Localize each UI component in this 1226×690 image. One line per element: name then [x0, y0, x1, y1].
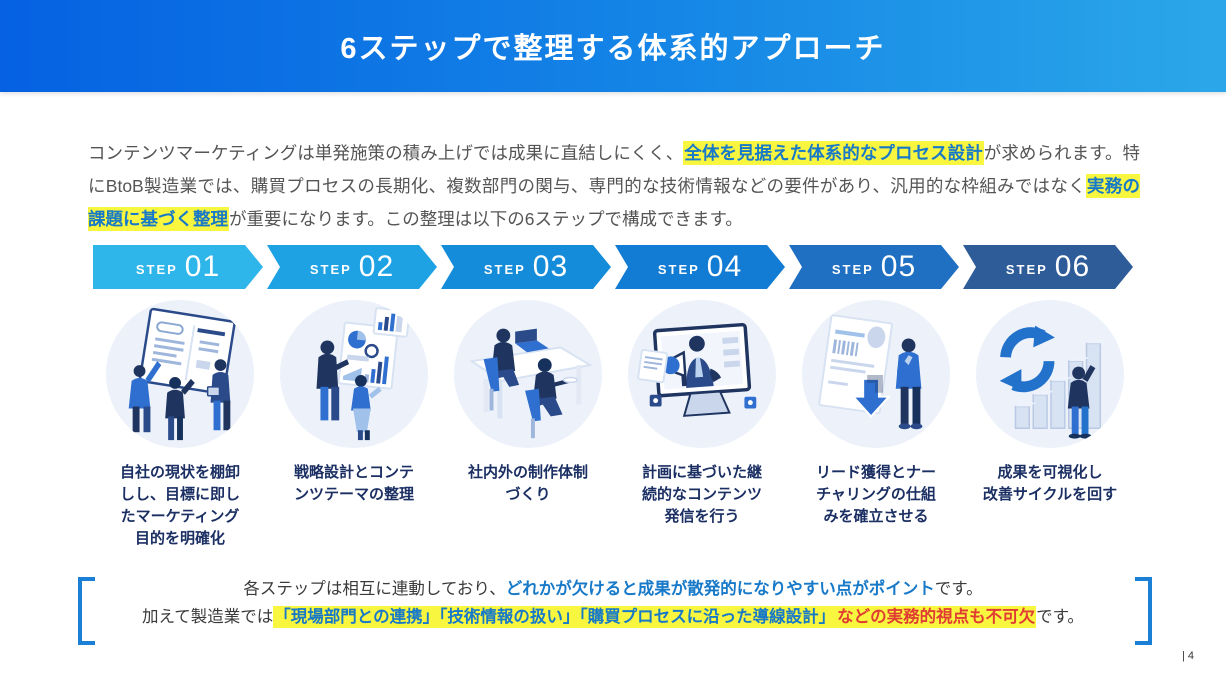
- steps-bar: STEP 01 STEP 02 STEP 03 STEP 04 STEP 05 …: [93, 245, 1153, 289]
- note-line-1: 各ステップは相互に連動しており、どれかが欠けると成果が散発的になりやすい点がポイ…: [110, 575, 1116, 603]
- step-column-05: リード獲得とナー チャリングの仕組 みを確立させる: [789, 300, 963, 550]
- step-number: 01: [184, 250, 221, 283]
- step-columns: 自社の現状を棚卸 しし、目標に即し たマーケティング 目的を明確化: [93, 300, 1137, 550]
- presenter: [686, 335, 722, 388]
- figure-back: [483, 328, 520, 411]
- step-chevron-04: STEP 04: [615, 245, 785, 289]
- step-column-01: 自社の現状を棚卸 しし、目標に即し たマーケティング 目的を明確化: [93, 300, 267, 550]
- figure-front: [525, 358, 579, 439]
- step-number: 05: [880, 250, 917, 283]
- step-caption: 自社の現状を棚卸 しし、目標に即し たマーケティング 目的を明確化: [119, 464, 240, 547]
- lead-download-icon: [818, 314, 923, 430]
- figure-man: [316, 340, 350, 421]
- step-caption: 戦略設計とコンテ ンツテーマの整理: [293, 464, 414, 503]
- desk-collaboration-illustration: [454, 300, 602, 448]
- note-run: 加えて製造業では: [142, 608, 274, 626]
- monitor-megaphone-illustration: [628, 300, 776, 448]
- note-run-highlighted-red: などの実務的視点も不可欠: [836, 606, 1037, 628]
- cycle-arrows: [999, 325, 1055, 393]
- desk-collaboration-icon: [469, 328, 593, 439]
- step-number: 02: [358, 250, 395, 283]
- intro-paragraph: コンテンツマーケティングは単発施策の積み上げでは成果に直結しにくく、全体を見据え…: [88, 137, 1140, 236]
- step-chevron-03: STEP 03: [441, 245, 611, 289]
- improvement-cycle-icon: [999, 325, 1108, 439]
- download-arrow: [851, 374, 892, 418]
- page-number: | 4: [1181, 650, 1194, 662]
- note-run-highlighted-blue: 「現場部門との連携」「技術情報の扱い」「購買プロセスに沿った導線設計」: [273, 606, 837, 628]
- step-chevron-05: STEP 05: [789, 245, 959, 289]
- intro-run: コンテンツマーケティングは単発施策の積み上げでは成果に直結しにくく、: [88, 142, 684, 163]
- figure-woman: [351, 374, 382, 441]
- figure-middle: [165, 376, 195, 441]
- step-caption: 計画に基づいた継 続的なコンテンツ 発信を行う: [641, 464, 762, 525]
- left-bracket: [78, 577, 95, 645]
- slide-header: 6ステップで整理する体系的アプローチ: [0, 0, 1226, 92]
- laptop: [515, 328, 549, 353]
- step-column-02: 戦略設計とコンテ ンツテーマの整理: [267, 300, 441, 550]
- team-whiteboard-icon: [128, 307, 236, 441]
- intro-run: が求められます。特にBtoB製造業では、購買プロセスの長期化、複数部門の関与、専…: [88, 142, 1141, 196]
- note-run: です。: [1036, 608, 1084, 626]
- step-label: STEP: [657, 261, 700, 277]
- step-chevron-06: STEP 06: [963, 245, 1133, 289]
- step-number: 06: [1054, 250, 1091, 283]
- step-caption: リード獲得とナー チャリングの仕組 みを確立させる: [815, 464, 936, 525]
- intro-run-highlighted: 全体を見据えた体系的なプロセス設計: [683, 140, 984, 165]
- note-run-blue: どれかが欠けると成果が散発的になりやすい点がポイント: [505, 580, 935, 598]
- strategy-dashboard-icon: [316, 307, 411, 441]
- summary-note: 各ステップは相互に連動しており、どれかが欠けると成果が散発的になりやすい点がポイ…: [0, 575, 1226, 645]
- step-label: STEP: [309, 261, 352, 277]
- step-label: STEP: [1005, 261, 1048, 277]
- step-caption: 成果を可視化し 改善サイクルを回す: [982, 464, 1118, 503]
- note-line-2: 加えて製造業では「現場部門との連携」「技術情報の扱い」「購買プロセスに沿った導線…: [110, 603, 1116, 631]
- figure-watching: [895, 338, 923, 430]
- step-column-04: 計画に基づいた継 続的なコンテンツ 発信を行う: [615, 300, 789, 550]
- figure-right: [206, 359, 231, 431]
- monitor-megaphone-icon: [637, 322, 757, 417]
- step-caption: 社内外の制作体制 づくり: [467, 464, 588, 503]
- step-label: STEP: [483, 261, 526, 277]
- step-column-03: 社内外の制作体制 づくり: [441, 300, 615, 550]
- team-whiteboard-illustration: [106, 300, 254, 448]
- lead-download-illustration: [802, 300, 950, 448]
- strategy-dashboard-illustration: [280, 300, 428, 448]
- step-chevron-02: STEP 02: [267, 245, 437, 289]
- step-chevron-01: STEP 01: [93, 245, 263, 289]
- step-number: 03: [532, 250, 569, 283]
- page-title: 6ステップで整理する体系的アプローチ: [340, 33, 886, 65]
- improvement-cycle-illustration: [976, 300, 1124, 448]
- note-run: です。: [934, 580, 983, 598]
- step-label: STEP: [831, 261, 874, 277]
- right-bracket: [1135, 577, 1152, 645]
- intro-run: が重要になります。この整理は以下の6ステップで構成できます。: [229, 208, 743, 229]
- note-run: 各ステップは相互に連動しており、: [243, 580, 506, 598]
- step-number: 04: [706, 250, 743, 283]
- step-label: STEP: [135, 261, 178, 277]
- summary-note-text: 各ステップは相互に連動しており、どれかが欠けると成果が散発的になりやすい点がポイ…: [110, 575, 1116, 631]
- figure-left: [128, 361, 162, 433]
- figure-climbing: [1067, 365, 1096, 439]
- step-column-06: 成果を可視化し 改善サイクルを回す: [963, 300, 1137, 550]
